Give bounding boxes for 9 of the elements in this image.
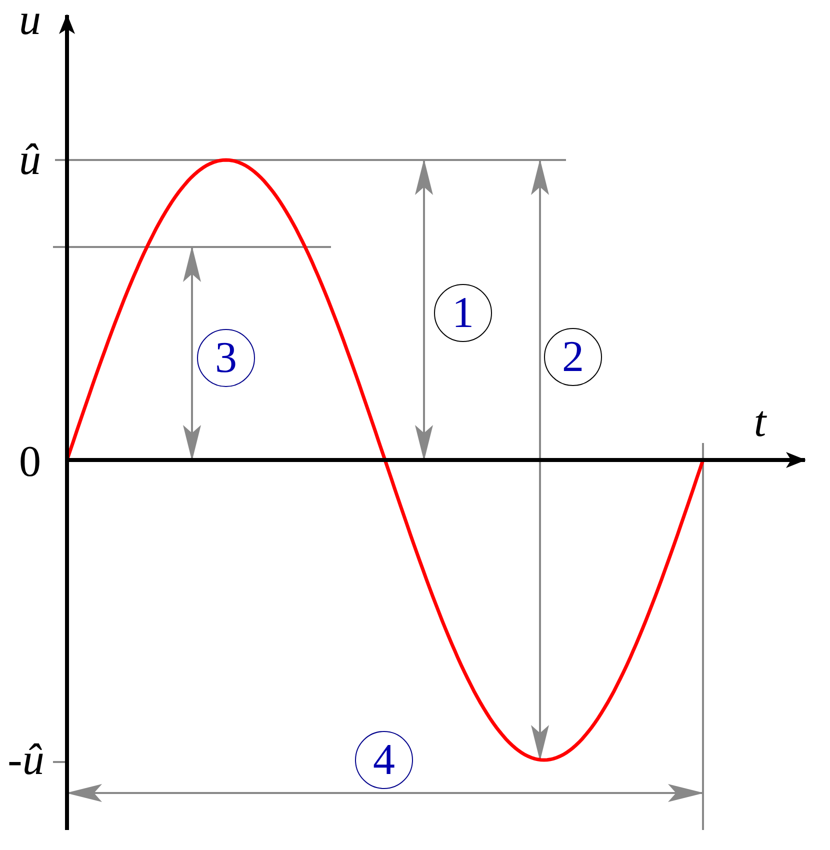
axis-label: t xyxy=(754,400,766,444)
tick-label: -û xyxy=(8,738,44,782)
callout-number: 3 xyxy=(197,329,255,387)
tick-label: û xyxy=(19,138,41,182)
axis-label: u xyxy=(19,0,41,42)
tick-label: 0 xyxy=(19,440,41,484)
callout-number: 4 xyxy=(355,731,413,789)
callout-number: 2 xyxy=(544,328,602,386)
callout-number: 1 xyxy=(434,284,492,342)
